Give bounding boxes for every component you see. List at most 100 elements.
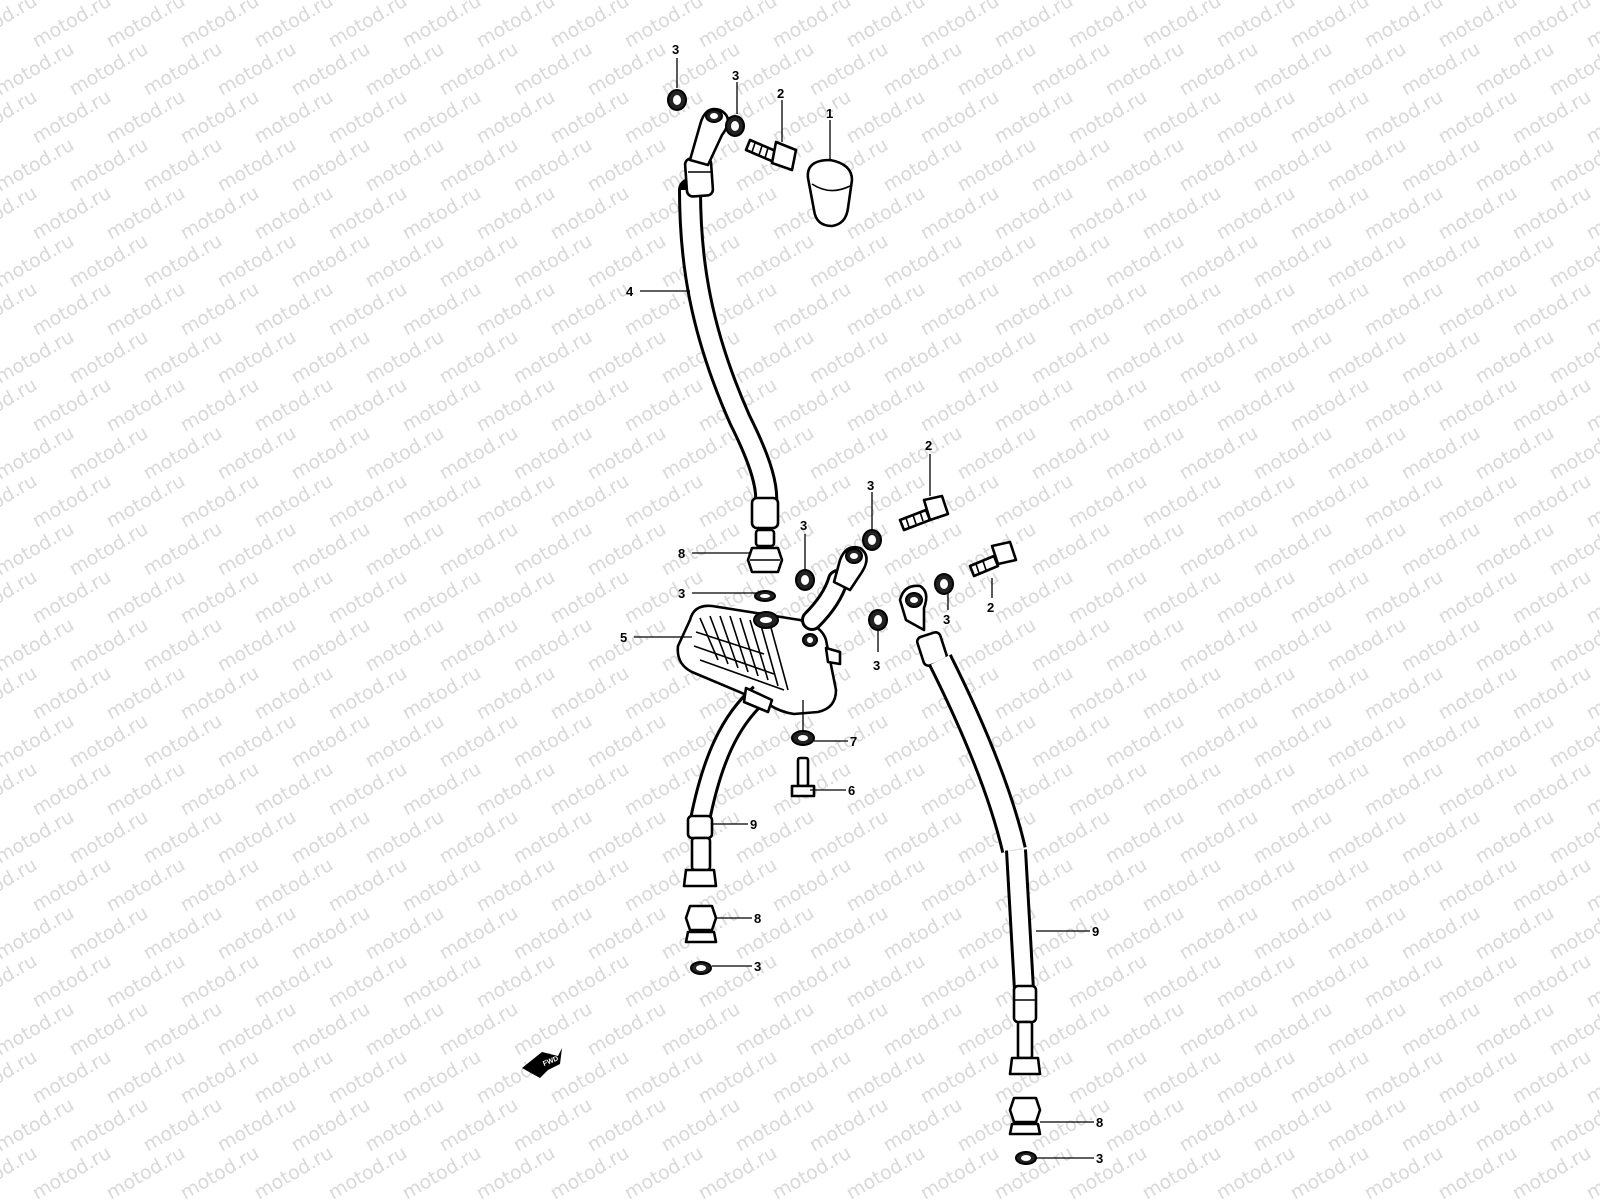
watermark-text: motod.ru — [214, 38, 300, 101]
watermark-text: motod.ru — [769, 374, 855, 437]
watermark-text: motod.ru — [140, 230, 226, 293]
watermark-text: motod.ru — [214, 422, 300, 485]
watermark-text: motod.ru — [177, 662, 263, 725]
watermark-text: motod.ru — [1028, 902, 1114, 965]
watermark-text: motod.ru — [1509, 374, 1595, 437]
watermark-text: motod.ru — [954, 134, 1040, 197]
watermark-text: motod.ru — [991, 86, 1077, 149]
watermark-text: motod.ru — [1250, 902, 1336, 965]
watermark-text: motod.ru — [917, 182, 1003, 245]
watermark-text: motod.ru — [1509, 566, 1595, 629]
watermark-text: motod.ru — [1065, 1142, 1151, 1200]
watermark-text: motod.ru — [140, 614, 226, 677]
watermark-text: motod.ru — [1398, 710, 1484, 773]
watermark-text: motod.ru — [251, 0, 337, 52]
watermark-text: motod.ru — [584, 422, 670, 485]
watermark-text: motod.ru — [1361, 182, 1447, 245]
watermark-text: motod.ru — [1102, 326, 1188, 389]
watermark-text: motod.ru — [473, 278, 559, 341]
watermark-text: motod.ru — [1287, 758, 1373, 821]
part-3-washer-right-upper — [934, 573, 954, 595]
watermark-text: motod.ru — [362, 326, 448, 389]
watermark-text: motod.ru — [1065, 854, 1151, 917]
watermark-text: motod.ru — [399, 758, 485, 821]
watermark-text: motod.ru — [251, 182, 337, 245]
watermark-text: motod.ru — [288, 422, 374, 485]
watermark-text: motod.ru — [436, 710, 522, 773]
watermark-text: motod.ru — [769, 1142, 855, 1200]
watermark-text: motod.ru — [1324, 614, 1410, 677]
watermark-text: motod.ru — [843, 950, 929, 1013]
watermark-text: motod.ru — [1028, 614, 1114, 677]
watermark-text: motod.ru — [1398, 806, 1484, 869]
watermark-text: motod.ru — [140, 1094, 226, 1157]
watermark-text: motod.ru — [621, 470, 707, 533]
watermark-text: motod.ru — [584, 518, 670, 581]
watermark-text: motod.ru — [29, 182, 115, 245]
watermark-text: motod.ru — [436, 38, 522, 101]
watermark-text: motod.ru — [1361, 854, 1447, 917]
watermark-text: motod.ru — [1472, 998, 1558, 1061]
watermark-text: motod.ru — [510, 806, 596, 869]
watermark-text: motod.ru — [658, 1094, 744, 1157]
watermark-text: motod.ru — [1361, 1142, 1447, 1200]
watermark-text: motod.ru — [954, 230, 1040, 293]
watermark-text: motod.ru — [1398, 1094, 1484, 1157]
watermark-text: motod.ru — [1398, 230, 1484, 293]
callout-3-a: 3 — [672, 42, 679, 57]
watermark-text: motod.ru — [547, 1142, 633, 1200]
watermark-text: motod.ru — [473, 854, 559, 917]
callout-9-a: 9 — [750, 817, 757, 832]
watermark-text: motod.ru — [66, 134, 152, 197]
watermark-text: motod.ru — [1102, 134, 1188, 197]
watermark-text: motod.ru — [251, 566, 337, 629]
watermark-text: motod.ru — [1324, 902, 1410, 965]
watermark-text: motod.ru — [103, 278, 189, 341]
watermark-text: motod.ru — [1213, 0, 1299, 52]
watermark-text: motod.ru — [29, 86, 115, 149]
watermark-text: motod.ru — [843, 758, 929, 821]
watermark-text: motod.ru — [732, 806, 818, 869]
watermark-text: motod.ru — [325, 0, 411, 52]
watermark-text: motod.ru — [1398, 134, 1484, 197]
watermark-text: motod.ru — [1398, 902, 1484, 965]
watermark-text: motod.ru — [1250, 230, 1336, 293]
watermark-text: motod.ru — [1065, 950, 1151, 1013]
watermark-text: motod.ru — [473, 86, 559, 149]
watermark-text: motod.ru — [177, 1142, 263, 1200]
watermark-text: motod.ru — [177, 566, 263, 629]
watermark-text: motod.ru — [843, 182, 929, 245]
watermark-text: motod.ru — [251, 470, 337, 533]
callout-2-a: 2 — [777, 86, 784, 101]
watermark-text: motod.ru — [66, 998, 152, 1061]
watermark-text: motod.ru — [251, 950, 337, 1013]
watermark-text: motod.ru — [1065, 278, 1151, 341]
watermark-text: motod.ru — [66, 38, 152, 101]
callout-3-c: 3 — [678, 586, 685, 601]
watermark-text: motod.ru — [843, 1142, 929, 1200]
watermark-text: motod.ru — [1139, 854, 1225, 917]
watermark-text: motod.ru — [1176, 326, 1262, 389]
watermark-text: motod.ru — [843, 662, 929, 725]
watermark-text: motod.ru — [1398, 518, 1484, 581]
watermark-text: motod.ru — [177, 182, 263, 245]
part-3-washer-right-lower — [868, 609, 888, 631]
watermark-text: motod.ru — [362, 230, 448, 293]
watermark-text: motod.ru — [732, 38, 818, 101]
watermark-text: motod.ru — [177, 854, 263, 917]
watermark-text: motod.ru — [362, 422, 448, 485]
watermark-text: motod.ru — [1324, 806, 1410, 869]
watermark-text: motod.ru — [436, 422, 522, 485]
watermark-text: motod.ru — [917, 566, 1003, 629]
watermark-text: motod.ru — [1324, 518, 1410, 581]
watermark-text: motod.ru — [732, 902, 818, 965]
watermark-text: motod.ru — [288, 1094, 374, 1157]
watermark-text: motod.ru — [103, 566, 189, 629]
watermark-text: motod.ru — [399, 566, 485, 629]
watermark-text: motod.ru — [991, 470, 1077, 533]
watermark-text: motod.ru — [991, 0, 1077, 52]
watermark-text: motod.ru — [1435, 278, 1521, 341]
watermark-text: motod.ru — [1176, 230, 1262, 293]
watermark-text: motod.ru — [177, 1046, 263, 1109]
watermark-text: motod.ru — [29, 662, 115, 725]
